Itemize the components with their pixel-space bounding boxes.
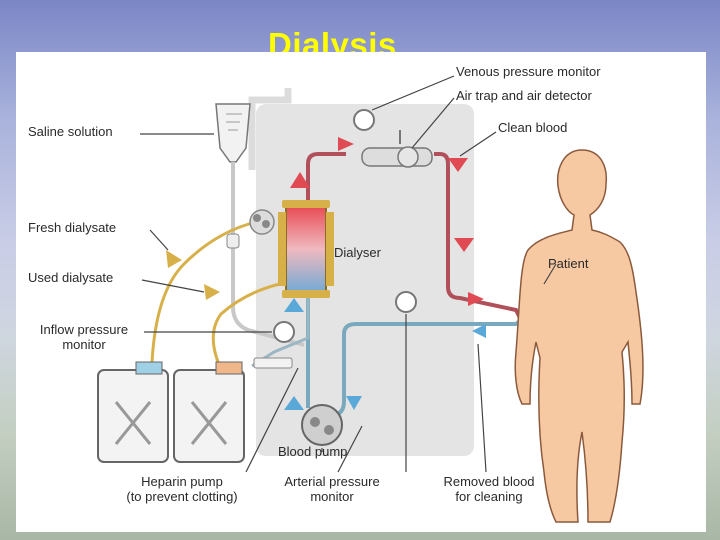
saline-line [231,162,305,347]
patient-label: Patient [548,256,589,271]
used-dialysate-container [173,361,245,463]
used-dialysate-label: Used dialysate [28,270,114,285]
heparin-pump-label: Heparin pump (to prevent clotting) [92,474,272,504]
flow-arrow [284,298,304,312]
dialysis-diagram: Venous pressure monitor Air trap and air… [16,52,706,532]
flow-arrow [290,172,310,188]
saline-bag [215,103,251,163]
diagram-graphic [97,75,644,523]
heparin-line2: (to prevent clotting) [126,489,238,504]
flow-arrow [166,250,182,268]
clean-blood-label: Clean blood [498,120,568,135]
flow-arrow [454,238,474,252]
fresh-dialysate-tube [150,220,257,363]
removed-line2: for cleaning [455,489,523,504]
heparin-line1: Heparin pump [141,474,223,489]
arterial-line1: Arterial pressure [284,474,380,489]
flow-arrow [472,324,486,338]
inflow-pressure-gauge [273,321,295,343]
patient-body [514,149,644,523]
venous-pressure-gauge [353,109,375,131]
flow-arrow [346,396,362,410]
flow-arrow [448,158,468,172]
arterial-pressure-label: Arterial pressure monitor [268,474,396,504]
inflow-pressure-label: Inflow pressure monitor [28,322,140,352]
fresh-dialysate-label: Fresh dialysate [28,220,117,235]
blood-pump [301,404,343,446]
dialysis-machine [256,104,474,456]
clean-blood-tube [306,152,523,321]
saline-solution-label: Saline solution [28,124,113,139]
removed-blood-label: Removed blood for cleaning [424,474,554,504]
inflow-pressure-line1: Inflow pressure [39,322,129,337]
fresh-dialysate-container [97,361,169,463]
arterial-line2: monitor [310,489,354,504]
inflow-pressure-line2: monitor [62,337,106,352]
heparin-pump [253,357,293,369]
used-dialysate-tube [211,282,281,368]
venous-pressure-monitor-label: Venous pressure monitor [456,64,601,79]
flow-arrow [468,292,484,306]
air-trap [361,147,433,167]
dialyser [285,203,327,295]
flow-arrow [284,396,304,410]
air-trap-label: Air trap and air detector [456,88,592,103]
blood-pump-label: Blood pump [278,444,348,459]
flow-arrow [204,284,220,300]
removed-line1: Removed blood [443,474,535,489]
machine-pole [248,88,292,170]
dialyser-label: Dialyser [334,245,381,260]
flow-arrow [338,137,354,151]
